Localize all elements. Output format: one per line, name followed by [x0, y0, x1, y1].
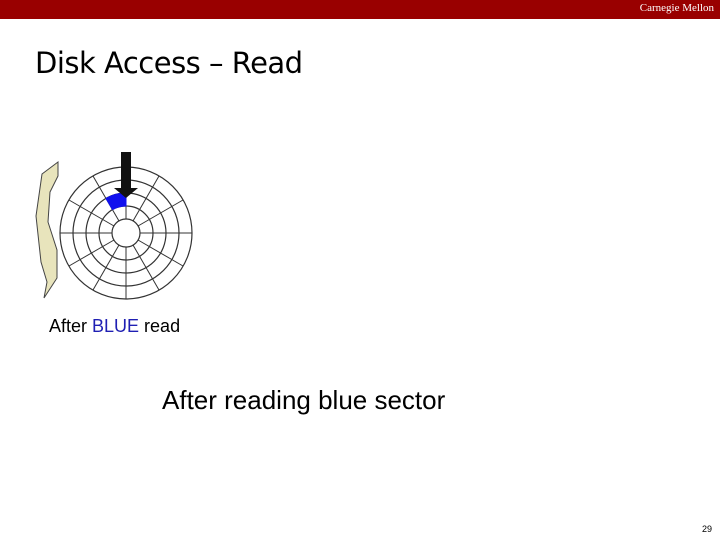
rotation-arrow-icon	[35, 161, 59, 299]
spokes	[60, 167, 192, 299]
page-number: 29	[701, 524, 712, 534]
diagram-caption: After BLUE read	[49, 316, 180, 337]
brand-label: Carnegie Mellon	[639, 2, 714, 14]
caption-prefix: After	[49, 316, 93, 336]
slide-title: Disk Access – Read	[35, 46, 303, 80]
disk-svg	[35, 152, 193, 300]
spindle-hub	[111, 218, 141, 248]
header-bar: Carnegie Mellon	[0, 0, 720, 19]
caption-highlight: BLUE	[92, 316, 140, 336]
slide-subtitle: After reading blue sector	[162, 385, 446, 415]
read-head-arrow-icon	[114, 152, 138, 198]
disk-diagram	[20, 150, 210, 300]
caption-suffix: read	[139, 316, 181, 336]
